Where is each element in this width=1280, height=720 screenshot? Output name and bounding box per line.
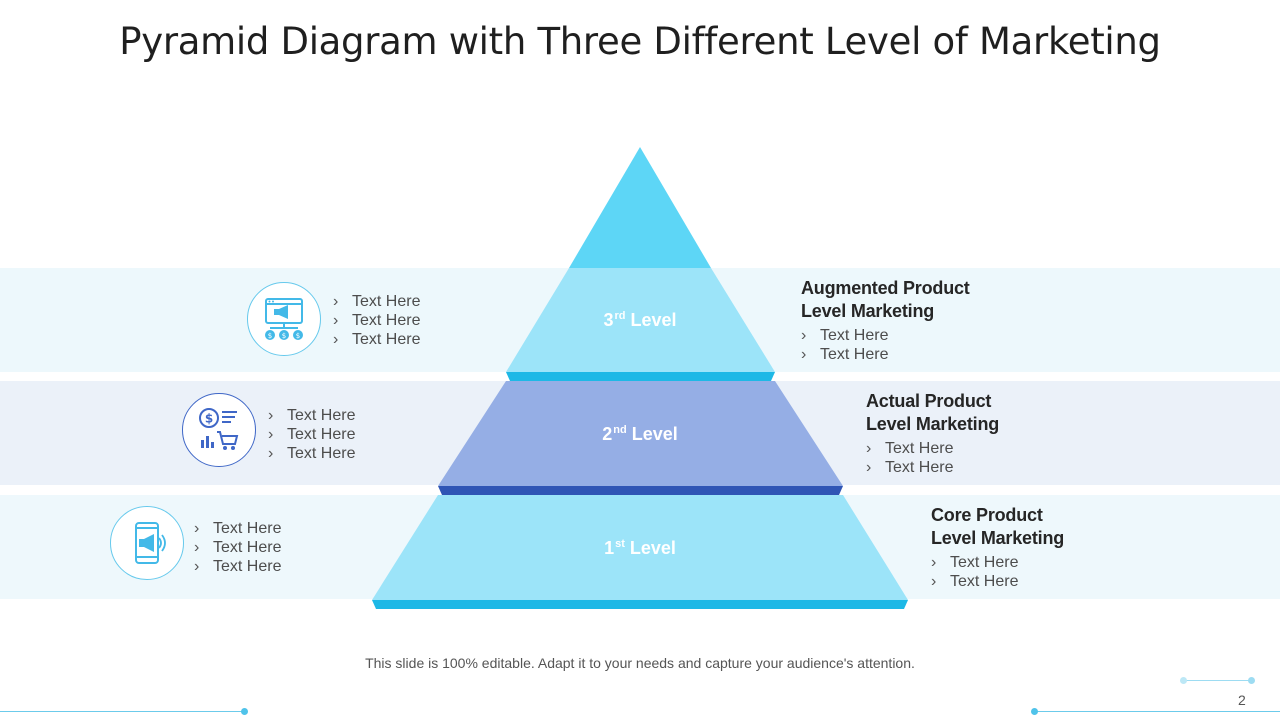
list-item: Text Here <box>268 444 355 463</box>
list-item: Text Here <box>268 406 355 425</box>
first-level-number: 1 <box>604 538 615 558</box>
decorative-line-right-top <box>1183 680 1252 681</box>
pyramid-tier-second-base <box>438 486 843 495</box>
list-item: Text Here <box>333 330 420 349</box>
third-level-heading: Augmented Product Level Marketing <box>801 277 970 323</box>
svg-text:$: $ <box>268 332 272 340</box>
third-level-description: Augmented Product Level Marketing Text H… <box>801 277 970 364</box>
list-item: Text Here <box>194 538 281 557</box>
first-level-word: Level <box>629 538 676 558</box>
digital-marketing-icon: $ $ $ <box>247 282 321 356</box>
svg-text:$: $ <box>296 332 300 340</box>
second-level-label: 2nd Level <box>540 424 740 445</box>
third-level-heading-line2: Level Marketing <box>801 301 935 321</box>
third-level-heading-line1: Augmented Product <box>801 278 970 298</box>
list-item: Text Here <box>268 425 355 444</box>
page-number: 2 <box>1238 692 1246 708</box>
sales-analytics-icon: $ <box>182 393 256 467</box>
decorative-dot-right-top-b <box>1248 677 1255 684</box>
first-level-suffix: st <box>615 538 625 550</box>
third-level-left-bullets: Text Here Text Here Text Here <box>333 292 420 349</box>
pyramid-apex <box>569 147 711 268</box>
decorative-line-left <box>0 711 244 712</box>
third-level-suffix: rd <box>614 310 626 322</box>
second-level-right-bullets: Text Here Text Here <box>866 439 999 477</box>
second-level-description: Actual Product Level Marketing Text Here… <box>866 390 999 477</box>
third-level-right-bullets: Text Here Text Here <box>801 326 970 364</box>
decorative-dot-left <box>241 708 248 715</box>
svg-text:$: $ <box>205 412 213 426</box>
third-level-label: 3rd Level <box>540 310 740 331</box>
list-item: Text Here <box>931 553 1064 572</box>
first-level-label: 1st Level <box>540 538 740 559</box>
footnote: This slide is 100% editable. Adapt it to… <box>365 655 915 671</box>
list-item: Text Here <box>333 311 420 330</box>
pyramid-tier-third-base <box>506 372 775 381</box>
list-item: Text Here <box>866 439 999 458</box>
first-level-heading-line1: Core Product <box>931 505 1043 525</box>
second-level-heading: Actual Product Level Marketing <box>866 390 999 436</box>
svg-text:$: $ <box>282 332 286 340</box>
pyramid-tier-first-base <box>372 600 908 609</box>
list-item: Text Here <box>801 326 970 345</box>
second-level-heading-line2: Level Marketing <box>866 414 1000 434</box>
list-item: Text Here <box>333 292 420 311</box>
list-item: Text Here <box>194 557 281 576</box>
decorative-dot-right-top-a <box>1180 677 1187 684</box>
second-level-left-bullets: Text Here Text Here Text Here <box>268 406 355 463</box>
list-item: Text Here <box>801 345 970 364</box>
list-item: Text Here <box>194 519 281 538</box>
decorative-dot-right-bottom <box>1031 708 1038 715</box>
third-level-word: Level <box>630 310 677 330</box>
second-level-word: Level <box>631 424 678 444</box>
first-level-right-bullets: Text Here Text Here <box>931 553 1064 591</box>
second-level-number: 2 <box>602 424 613 444</box>
third-level-number: 3 <box>603 310 614 330</box>
mobile-megaphone-icon <box>110 506 184 580</box>
slide-title: Pyramid Diagram with Three Different Lev… <box>119 20 1161 63</box>
first-level-description: Core Product Level Marketing Text Here T… <box>931 504 1064 591</box>
first-level-heading: Core Product Level Marketing <box>931 504 1064 550</box>
pyramid-tier-third <box>506 268 775 372</box>
decorative-line-right-bottom <box>1035 711 1280 712</box>
pyramid-tier-first <box>372 495 908 600</box>
second-level-heading-line1: Actual Product <box>866 391 992 411</box>
pyramid-tier-second <box>438 381 843 486</box>
first-level-left-bullets: Text Here Text Here Text Here <box>194 519 281 576</box>
list-item: Text Here <box>866 458 999 477</box>
second-level-suffix: nd <box>613 424 627 436</box>
list-item: Text Here <box>931 572 1064 591</box>
first-level-heading-line2: Level Marketing <box>931 528 1065 548</box>
